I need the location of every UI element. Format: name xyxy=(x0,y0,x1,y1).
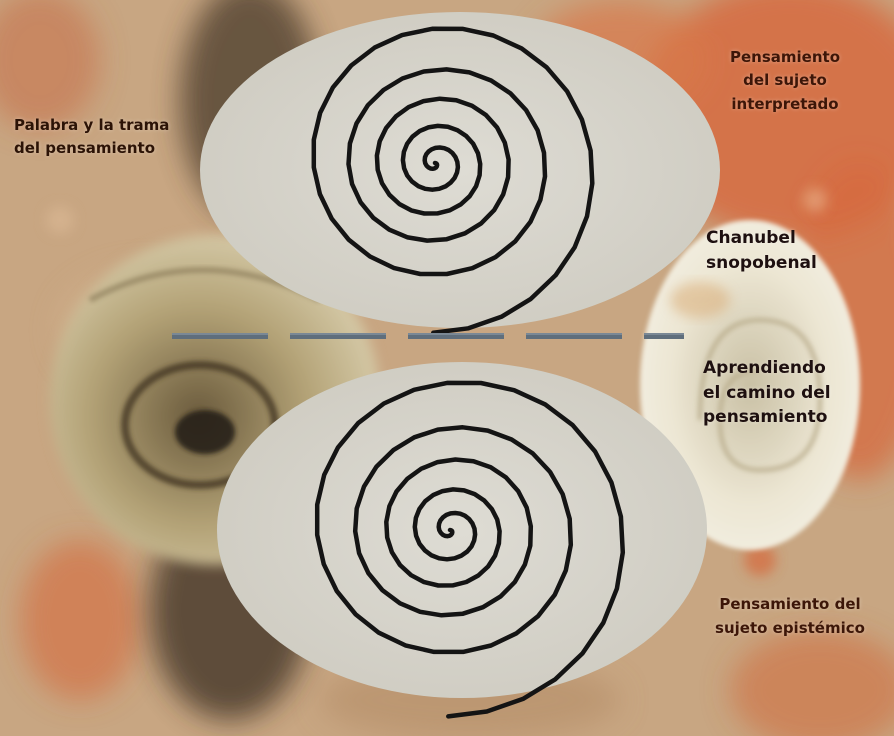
label-line: snopobenal xyxy=(706,251,817,276)
label-line: Pensamiento xyxy=(700,46,870,69)
label-line: Palabra y la trama xyxy=(14,114,169,137)
label-line: el camino del xyxy=(703,381,831,406)
label-palabra-trama: Palabra y la trama del pensamiento xyxy=(14,114,169,161)
label-line: del pensamiento xyxy=(14,137,169,160)
label-line: Aprendiendo xyxy=(703,356,831,381)
label-aprendiendo: Aprendiendo el camino del pensamiento xyxy=(703,356,831,430)
label-line: interpretado xyxy=(700,93,870,116)
label-chanubel: Chanubel snopobenal xyxy=(706,226,817,275)
label-line: sujeto epistémico xyxy=(700,616,880,640)
label-line: pensamiento xyxy=(703,405,831,430)
label-sujeto-interpretado: Pensamiento del sujeto interpretado xyxy=(700,46,870,116)
label-line: del sujeto xyxy=(700,69,870,92)
label-line: Pensamiento del xyxy=(700,592,880,616)
label-line: Chanubel xyxy=(706,226,817,251)
dashed-divider xyxy=(172,334,684,336)
label-sujeto-epistemico: Pensamiento del sujeto epistémico xyxy=(700,592,880,640)
